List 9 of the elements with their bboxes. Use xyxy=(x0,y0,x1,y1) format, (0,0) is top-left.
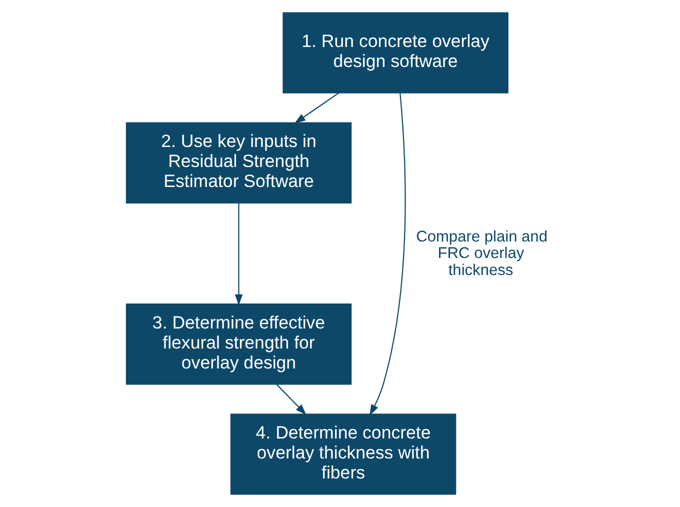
arrow xyxy=(276,384,306,416)
node-box: 4. Determine concrete overlay thickness with fibers xyxy=(230,414,456,495)
arrow xyxy=(234,203,242,306)
node-box: 3. Determine effective flexural strength for overlay design xyxy=(125,304,352,385)
node-box: 2. Use key inputs in Residual Strength Estimator Software xyxy=(125,122,352,204)
edge-label: Compare plain and FRC overlay thickness xyxy=(416,228,547,279)
node-box: 1. Run concrete overlay design software xyxy=(282,12,508,94)
arrow xyxy=(294,92,339,124)
arrow xyxy=(369,92,406,416)
